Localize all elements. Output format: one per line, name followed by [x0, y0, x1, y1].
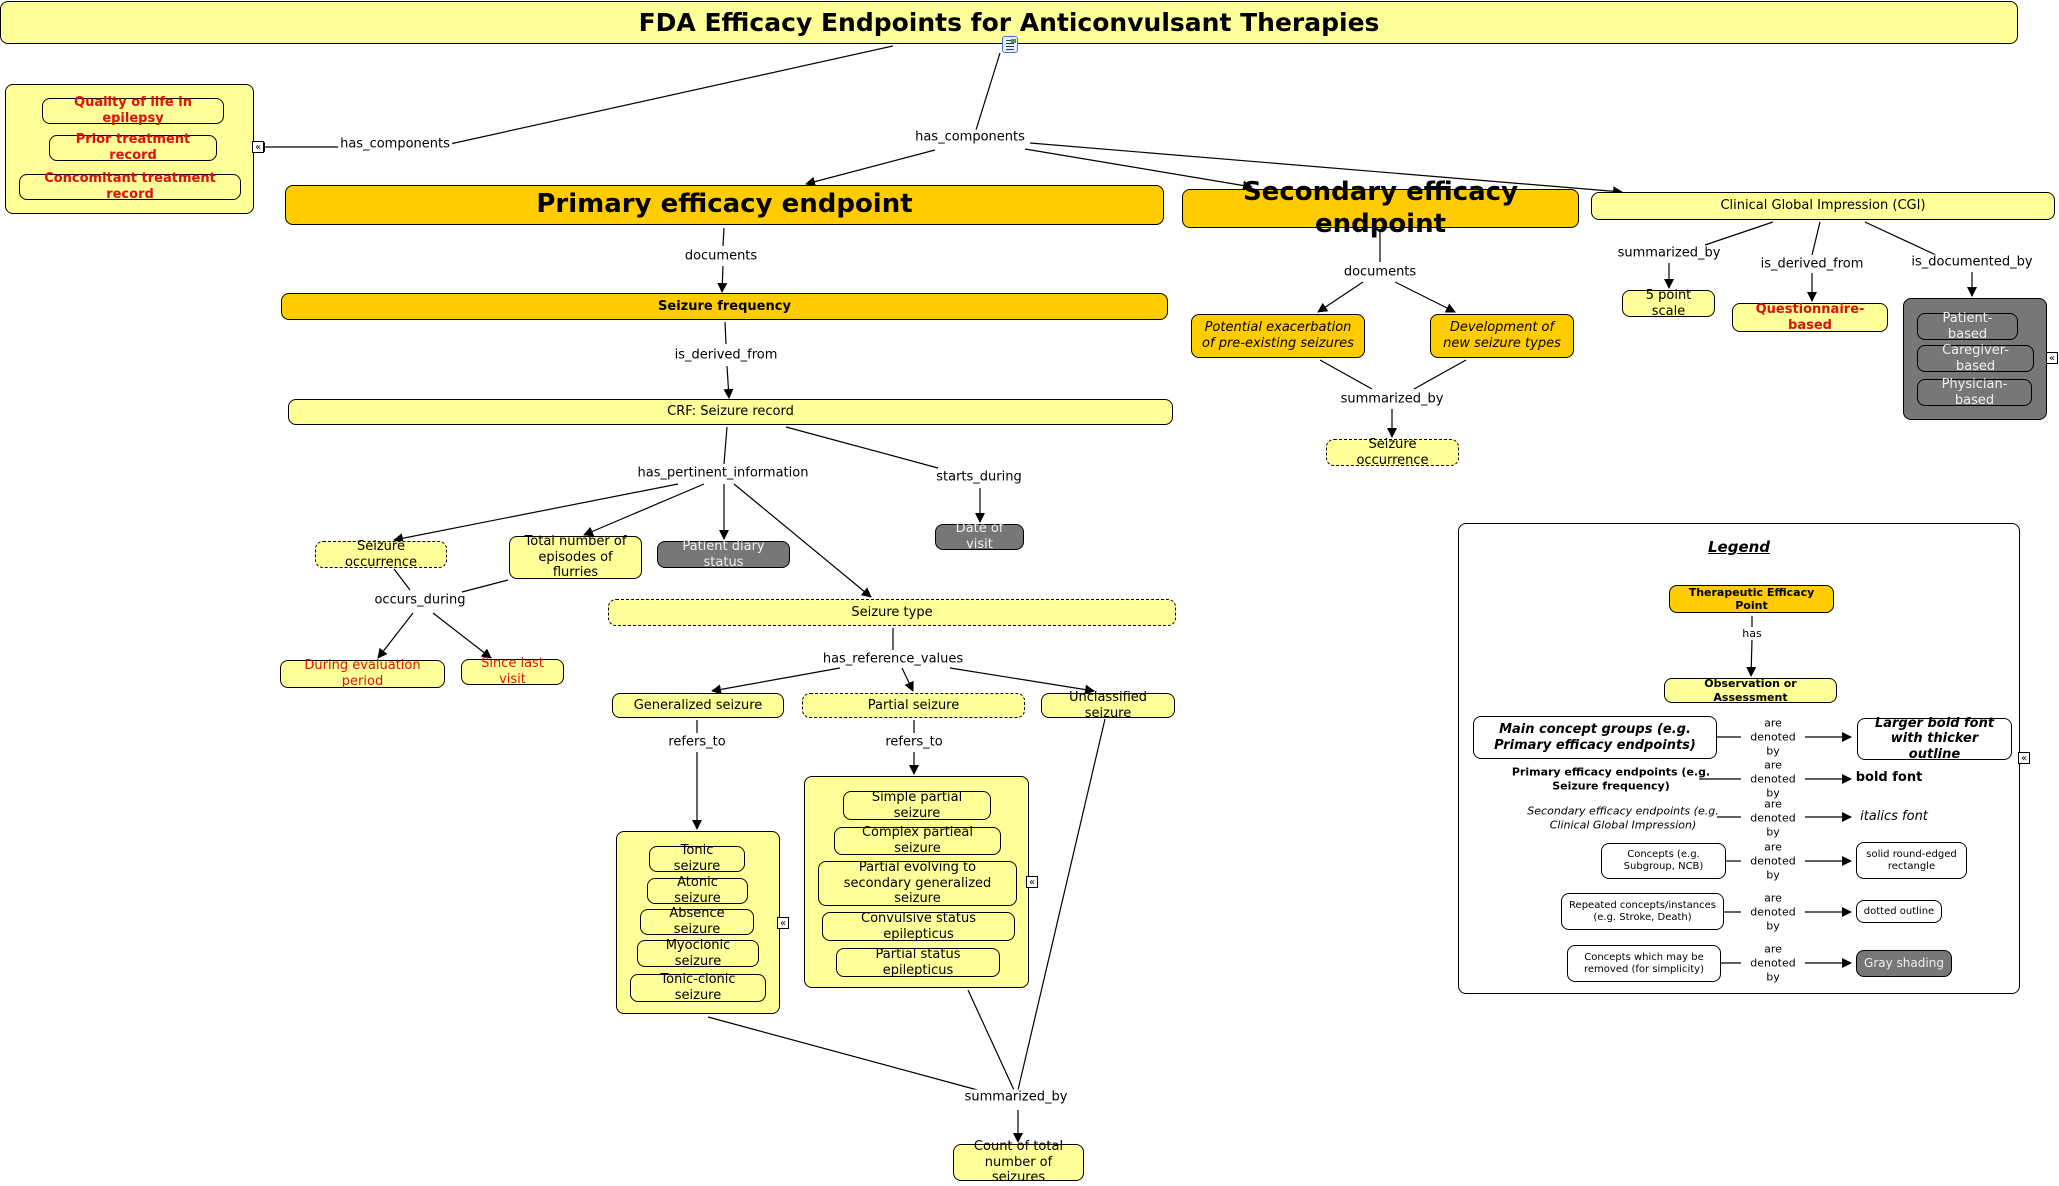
- generalized-seizure-group: Tonic seizure Atonic seizure Absence sei…: [616, 831, 780, 1014]
- link-label: is_documented_by: [1909, 254, 2035, 270]
- link-label: documents: [682, 248, 760, 264]
- legend-left: Main concept groups (e.g. Primary effica…: [1473, 716, 1717, 759]
- collapse-chevrons-icon[interactable]: «: [2018, 752, 2030, 764]
- clinical-global-impression[interactable]: Clinical Global Impression (CGI): [1591, 192, 2055, 220]
- legend-denoted: are denoted by: [1750, 891, 1796, 932]
- group-item[interactable]: Concomitant treatment record: [19, 171, 241, 202]
- potential-exacerbation[interactable]: Potential exacerbation of pre-existing s…: [1191, 314, 1365, 358]
- secondary-efficacy-endpoint[interactable]: Secondary efficacy endpoint: [1182, 177, 1579, 239]
- collapse-chevrons-icon[interactable]: «: [777, 917, 789, 929]
- questionnaire-based[interactable]: Questionnaire-based: [1732, 302, 1888, 333]
- group-item[interactable]: Patient-based: [1917, 311, 2018, 342]
- link-label: summarized_by: [1615, 245, 1723, 261]
- link-label: has_components: [913, 129, 1027, 145]
- documented-by-group: Patient-based Caregiver-based Physician-…: [1903, 298, 2047, 420]
- group-item[interactable]: Convulsive status epilepticus: [822, 911, 1015, 942]
- group-item[interactable]: Atonic seizure: [647, 875, 748, 906]
- link-label: summarized_by: [962, 1089, 1070, 1105]
- legend-right: Gray shading: [1856, 950, 1952, 977]
- legend-title: Legend: [1707, 538, 1771, 556]
- link-label: refers_to: [666, 734, 728, 750]
- legend-denoted: are denoted by: [1750, 797, 1796, 838]
- group-item[interactable]: Simple partial seizure: [843, 790, 991, 821]
- legend: Legend Therapeutic Efficacy Point has Ob…: [1458, 523, 2020, 994]
- partial-seizure[interactable]: Partial seizure: [802, 693, 1025, 718]
- legend-observation: Observation or Assessment: [1664, 677, 1837, 704]
- link-label: summarized_by: [1338, 391, 1446, 407]
- legend-lines: [1699, 616, 1852, 968]
- collapse-chevrons-icon[interactable]: «: [2046, 352, 2058, 364]
- collapse-chevrons-icon[interactable]: «: [252, 141, 264, 153]
- seizure-occurrence[interactable]: Seizure occurrence: [315, 539, 447, 570]
- legend-denoted: are denoted by: [1750, 758, 1796, 799]
- five-point-scale[interactable]: 5 point scale: [1622, 288, 1715, 319]
- legend-right: Larger bold font with thicker outline: [1857, 716, 2012, 762]
- legend-therapeutic-point: Therapeutic Efficacy Point: [1669, 585, 1834, 613]
- during-evaluation-period[interactable]: During evaluation period: [280, 658, 445, 689]
- legend-denoted: are denoted by: [1750, 716, 1796, 757]
- generalized-seizure[interactable]: Generalized seizure: [612, 693, 784, 718]
- group-item[interactable]: Complex partieal seizure: [834, 825, 1001, 856]
- legend-left: Concepts (e.g. Subgroup, NCB): [1601, 843, 1726, 879]
- document-image-icon[interactable]: [1002, 36, 1018, 53]
- legend-left: Secondary efficacy endpoints (e.g. Clini…: [1527, 804, 1719, 831]
- legend-right: bold font: [1855, 769, 1923, 785]
- link-label: is_derived_from: [1758, 256, 1866, 272]
- partial-seizure-group: Simple partial seizure Complex partieal …: [804, 776, 1029, 988]
- group-item[interactable]: Partial status epilepticus: [836, 947, 1000, 978]
- new-seizure-types[interactable]: Development of new seizure types: [1430, 314, 1574, 358]
- legend-has-label: has: [1742, 627, 1762, 641]
- group-item[interactable]: Partial evolving to secondary generalize…: [818, 860, 1017, 906]
- seizure-occurrence-secondary[interactable]: Seizure occurrence: [1326, 437, 1459, 468]
- since-last-visit[interactable]: Since last visit: [461, 656, 564, 687]
- link-label: starts_during: [934, 469, 1024, 485]
- group-item[interactable]: Prior treatment record: [49, 132, 217, 163]
- legend-left: Concepts which may be removed (for simpl…: [1567, 945, 1721, 982]
- legend-left: Primary efficacy endpoints (e.g. Seizure…: [1511, 765, 1711, 792]
- group-item[interactable]: Quality of life in epilepsy: [42, 95, 224, 126]
- crf-seizure-record[interactable]: CRF: Seizure record: [288, 399, 1173, 425]
- primary-efficacy-endpoint[interactable]: Primary efficacy endpoint: [285, 185, 1164, 225]
- unclassified-seizure[interactable]: Unclassified seizure: [1041, 690, 1175, 721]
- link-label: is_derived_from: [672, 347, 780, 363]
- group-item[interactable]: Tonic-clonic seizure: [630, 972, 766, 1003]
- legend-left: Repeated concepts/instances (e.g. Stroke…: [1561, 893, 1724, 930]
- other-components-group: Quality of life in epilepsy Prior treatm…: [5, 84, 254, 214]
- seizure-frequency[interactable]: Seizure frequency: [281, 293, 1168, 320]
- link-label: documents: [1341, 264, 1419, 280]
- group-item[interactable]: Myoclonic seizure: [637, 938, 759, 969]
- link-label: has_components: [338, 136, 452, 152]
- link-label: has_pertinent_information: [635, 465, 811, 481]
- link-label: has_reference_values: [820, 651, 966, 667]
- group-item[interactable]: Caregiver-based: [1917, 343, 2034, 374]
- legend-denoted: are denoted by: [1750, 942, 1796, 983]
- legend-denoted: are denoted by: [1750, 840, 1796, 881]
- legend-right: solid round-edged rectangle: [1856, 842, 1967, 879]
- seizure-type[interactable]: Seizure type: [608, 599, 1176, 626]
- total-number-flurries[interactable]: Total number of episodes of flurries: [509, 534, 642, 580]
- count-total-seizures[interactable]: Count of total number of seizures: [953, 1139, 1084, 1185]
- group-item[interactable]: Tonic seizure: [649, 843, 745, 874]
- group-item[interactable]: Physician-based: [1917, 377, 2032, 408]
- patient-diary-status[interactable]: Patient diary status: [657, 539, 790, 570]
- date-of-visit[interactable]: Date of visit: [935, 521, 1024, 552]
- group-item[interactable]: Absence seizure: [640, 906, 754, 937]
- link-label: refers_to: [883, 734, 945, 750]
- link-label: occurs_during: [372, 592, 468, 608]
- collapse-chevrons-icon[interactable]: «: [1026, 876, 1038, 888]
- legend-right: italics font: [1860, 808, 1928, 824]
- legend-right: dotted outline: [1856, 900, 1942, 923]
